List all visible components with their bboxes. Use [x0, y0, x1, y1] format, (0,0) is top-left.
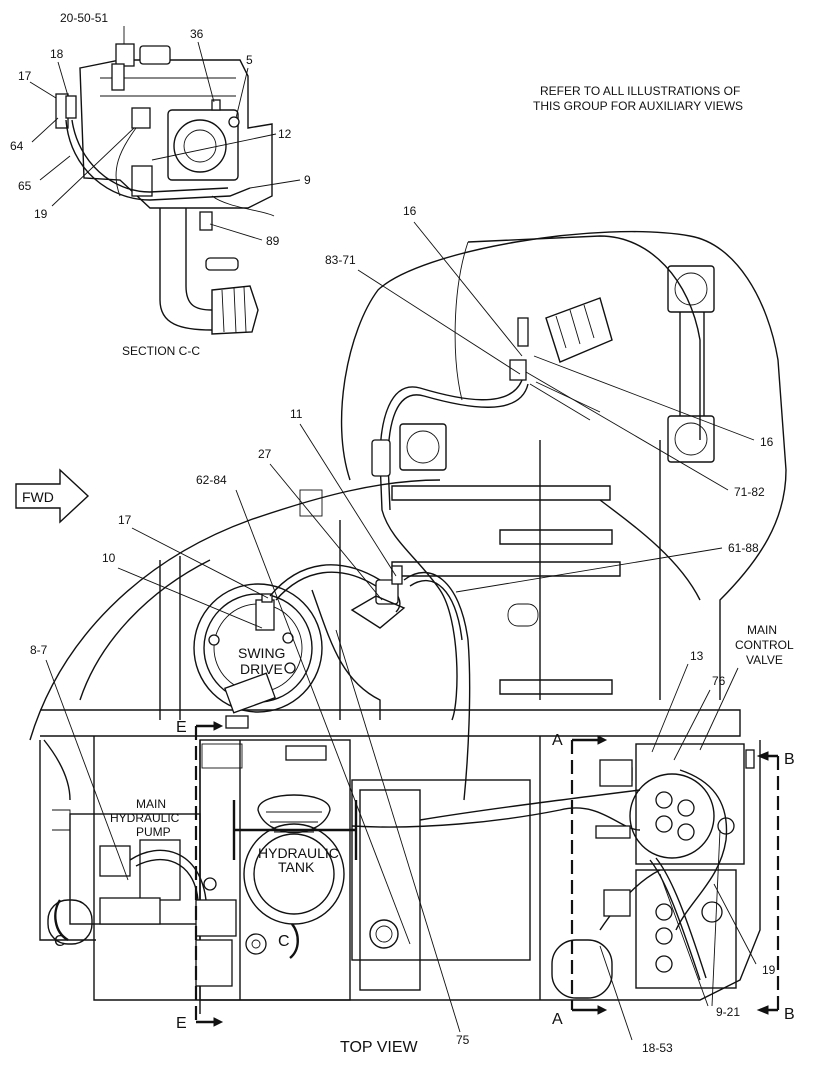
section-marker-b-top: B	[784, 751, 795, 768]
main-hydraulic-pump: MAIN HYDRAULIC PUMP	[43, 739, 237, 987]
callout-62-84: 62-84	[196, 473, 227, 487]
callout-75: 75	[456, 1033, 470, 1047]
callout-11: 11	[290, 407, 303, 421]
refer-note-line2: THIS GROUP FOR AUXILIARY VIEWS	[533, 99, 743, 113]
lower-frame	[39, 715, 761, 1014]
main-pump-label-line1: MAIN	[136, 797, 166, 811]
hydraulic-lines	[351, 571, 641, 839]
callout-83-71: 83-71	[325, 253, 356, 267]
fwd-label: FWD	[22, 489, 54, 505]
callout-16-b: 16	[760, 435, 774, 449]
callout-8-7: 8-7	[30, 643, 48, 657]
boom-structure	[299, 230, 787, 721]
main-pump-label-line3: PUMP	[136, 825, 171, 839]
callout-65: 65	[18, 179, 32, 193]
section-marker-c-left: C	[54, 933, 66, 950]
swing-drive-label-line2: DRIVE	[240, 661, 283, 677]
callout-10: 10	[102, 551, 116, 565]
section-marker-b-bottom: B	[784, 1006, 795, 1023]
callout-27: 27	[258, 447, 272, 461]
callout-13: 13	[690, 649, 704, 663]
callout-16-a: 16	[403, 204, 417, 218]
callout-76: 76	[712, 674, 726, 688]
hyd-tank-label-line1: HYDRAULIC	[258, 845, 339, 861]
refer-note-line1: REFER TO ALL ILLUSTRATIONS OF	[540, 84, 740, 98]
callout-89: 89	[266, 234, 280, 248]
hydraulic-tank: HYDRAULIC TANK	[232, 745, 358, 955]
mcv-label-line1: MAIN	[747, 623, 777, 637]
callout-19-right: 19	[762, 963, 776, 977]
callouts-main-view: 16 83-71 16 11 71-82 27 62-84 17 61-88 1…	[30, 204, 776, 1055]
callout-36: 36	[190, 27, 204, 41]
swing-drive: SWING DRIVE	[193, 564, 406, 720]
section-title: SECTION C-C	[122, 344, 200, 358]
callout-18-53: 18-53	[642, 1041, 673, 1055]
section-c-c-detail	[55, 43, 275, 335]
main-control-valve: MAIN CONTROL VALVE	[551, 623, 794, 999]
main-pump-label-line2: HYDRAULIC	[110, 811, 180, 825]
callout-9-top: 9	[304, 173, 311, 187]
callout-64: 64	[10, 139, 24, 153]
section-markers: A A B B E E C C	[54, 719, 795, 1032]
callout-20-50-51: 20-50-51	[60, 11, 108, 25]
callout-17-mid: 17	[118, 513, 132, 527]
callout-71-82: 71-82	[734, 485, 765, 499]
fwd-arrow: FWD	[15, 468, 90, 524]
section-marker-c-right: C	[278, 933, 290, 950]
mcv-label-line3: VALVE	[746, 653, 783, 667]
hyd-tank-label-line2: TANK	[278, 859, 315, 875]
section-marker-e-bottom: E	[176, 1015, 187, 1032]
callout-5: 5	[246, 53, 253, 67]
swing-drive-label-line1: SWING	[238, 645, 285, 661]
callout-61-88: 61-88	[728, 541, 759, 555]
section-marker-a-bottom: A	[552, 1011, 563, 1028]
section-marker-e-top: E	[176, 719, 187, 736]
callouts-section-c-c: 20-50-51 36 5 18 17 64 12 65 9 19 89 SEC…	[10, 11, 311, 358]
callout-19-top: 19	[34, 207, 48, 221]
callout-18-top: 18	[50, 47, 64, 61]
callout-17-top: 17	[18, 69, 32, 83]
view-title: TOP VIEW	[340, 1039, 419, 1056]
callout-9-21: 9-21	[716, 1005, 740, 1019]
callout-12: 12	[278, 127, 292, 141]
mcv-label-line2: CONTROL	[735, 638, 794, 652]
upper-frame	[29, 479, 741, 741]
section-marker-a-top: A	[552, 732, 563, 749]
